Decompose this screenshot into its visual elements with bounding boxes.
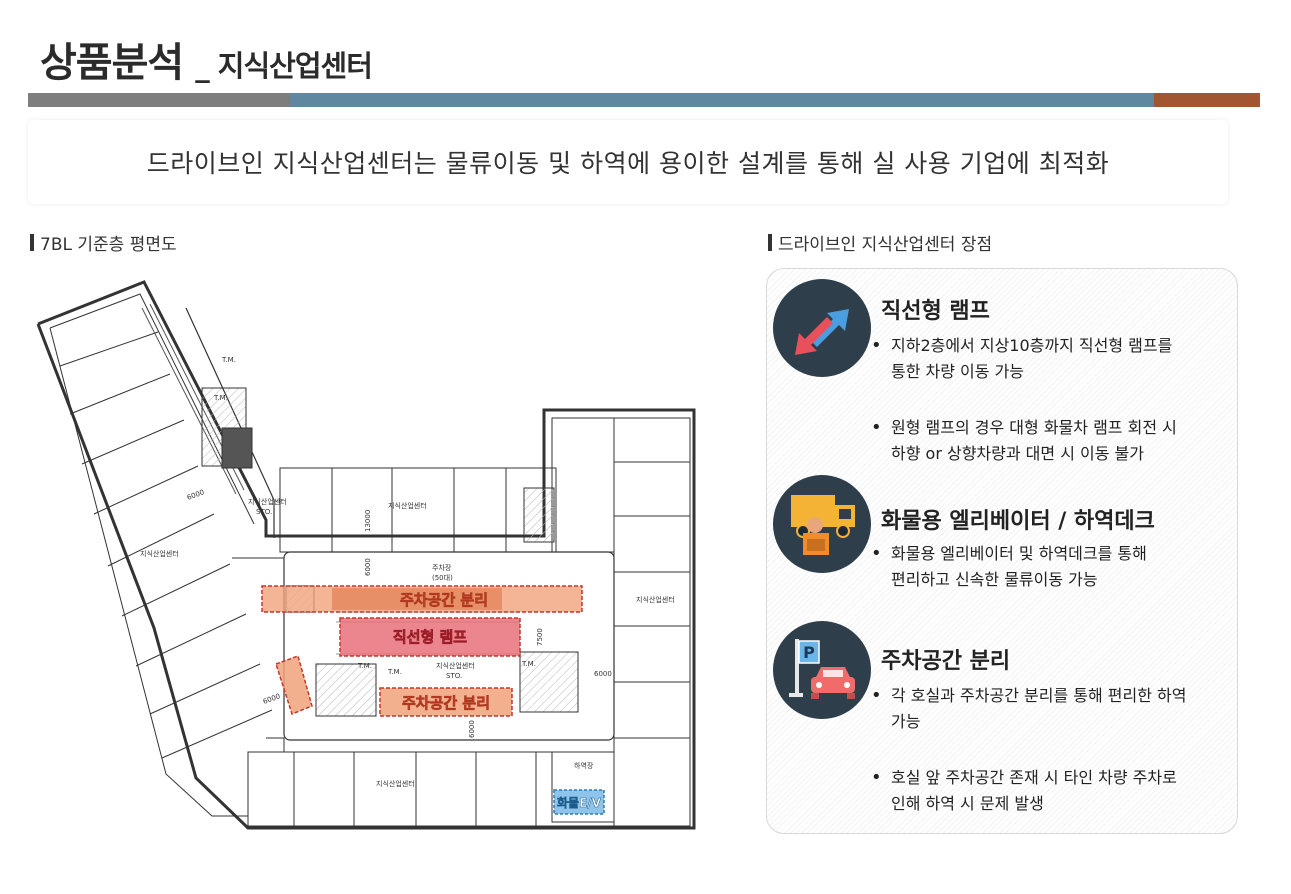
page-title-sub: _ 지식산업센터: [195, 49, 373, 83]
title-bar-brown: [1154, 93, 1260, 107]
dim-label: 6000: [364, 558, 372, 576]
core-label: STO.: [446, 672, 462, 680]
bullet-line: 편리하고 신속한 물류이동 가능: [891, 570, 1098, 589]
bullet-dot: •: [871, 767, 882, 788]
feature-title: 화물용 엘리베이터 / 하역데크: [881, 509, 1155, 534]
dim-label: 13000: [364, 510, 372, 532]
unit-label: 지식산업센터: [376, 779, 415, 788]
tag-label: 직선형 램프: [393, 628, 467, 646]
core-label: 지식산업센터: [436, 661, 475, 670]
section-label-text: 7BL 기준층 평면도: [40, 235, 177, 255]
room-label: T.M.: [387, 668, 402, 676]
bullet-dot: •: [871, 335, 882, 356]
right-units: [613, 417, 691, 827]
parking-label: 주차장: [432, 563, 452, 572]
bottom-units: [247, 751, 615, 827]
left-wing: [36, 280, 696, 830]
headline-box: 드라이브인 지식산업센터는 물류이동 및 하역에 용이한 설계를 통해 실 사용…: [28, 120, 1228, 204]
floor-plan: 6000 6000 6000 6000 6000 13000 7500 지식산업…: [36, 268, 700, 832]
dim-label: 6000: [594, 670, 612, 678]
section-marker: [30, 234, 34, 251]
loading-label: 하역장: [574, 761, 594, 770]
bullet-line: 지하2층에서 지상10층까지 직선형 램프를: [891, 336, 1173, 355]
bullet-line: 가능: [891, 712, 921, 731]
bullet-dot: •: [871, 543, 882, 564]
tag-ramp: 직선형 램프: [339, 617, 521, 657]
bullet-line: 화물용 엘리베이터 및 하역데크를 통해: [891, 544, 1147, 563]
parking-car-icon: P: [773, 621, 871, 719]
headline-text: 드라이브인 지식산업센터는 물류이동 및 하역에 용이한 설계를 통해 실 사용…: [146, 149, 1110, 178]
svg-text:P: P: [803, 643, 815, 662]
page-title: 상품분석 _ 지식산업센터: [40, 30, 373, 90]
delivery-truck-icon: [773, 475, 871, 573]
top-units: [279, 417, 615, 553]
unit-label: 지식산업센터: [636, 595, 675, 604]
bullet-line: 하향 or 상향차량과 대면 시 이동 불가: [891, 444, 1144, 463]
tag-freight-ev: 화물E/V: [553, 789, 605, 815]
core-label: STO.: [256, 508, 272, 516]
room-label: T.M.: [357, 662, 372, 670]
bullet-line: 인해 하역 시 문제 발생: [891, 794, 1044, 813]
title-bar-gray: [28, 93, 290, 107]
core-label: 지식산업센터: [248, 497, 287, 506]
tag-parking-bottom: 주차공간 분리: [275, 655, 513, 717]
room-label: T.M.: [221, 356, 236, 364]
dim-label: 7500: [536, 628, 544, 646]
bullet-line: 호실 앞 주차공간 존재 시 타인 차량 주차로: [891, 768, 1177, 787]
section-label-advantages: 드라이브인 지식산업센터 장점: [768, 230, 992, 255]
bullet-line: 각 호실과 주차공간 분리를 통해 편리한 하역: [891, 686, 1187, 705]
section-label-floor-plan: 7BL 기준층 평면도: [30, 230, 177, 255]
room-label: T.M.: [521, 660, 536, 668]
bullet-dot: •: [871, 685, 882, 706]
section-marker: [768, 234, 772, 251]
unit-label: 지식산업센터: [140, 549, 179, 558]
room-label: T.M.: [213, 394, 228, 402]
title-bar-blue: [290, 93, 1154, 107]
dim-label: 6000: [262, 692, 281, 706]
tag-parking-top: 주차공간 분리: [261, 585, 583, 613]
tag-label: 화물E/V: [557, 795, 602, 810]
tag-label: 주차공간 분리: [402, 694, 490, 712]
bullet-line: 원형 램프의 경우 대형 화물차 램프 회전 시: [891, 418, 1177, 437]
parking-count: (50대): [432, 574, 453, 582]
bullet-line: 통한 차량 이동 가능: [891, 362, 1025, 381]
feature-title: 주차공간 분리: [881, 649, 1011, 674]
page-title-main: 상품분석: [40, 40, 184, 86]
floor-plan-drawing: 6000 6000 6000 6000 6000 13000 7500 지식산업…: [36, 280, 696, 830]
two-way-arrows-icon: [773, 279, 871, 377]
tag-label: 주차공간 분리: [400, 591, 488, 609]
dim-label: 6000: [468, 720, 476, 738]
dim-label: 6000: [186, 488, 205, 502]
section-label-text: 드라이브인 지식산업센터 장점: [778, 235, 993, 255]
unit-label: 지식산업센터: [388, 501, 427, 510]
feature-title: 직선형 램프: [881, 299, 990, 324]
bullet-dot: •: [871, 417, 882, 438]
